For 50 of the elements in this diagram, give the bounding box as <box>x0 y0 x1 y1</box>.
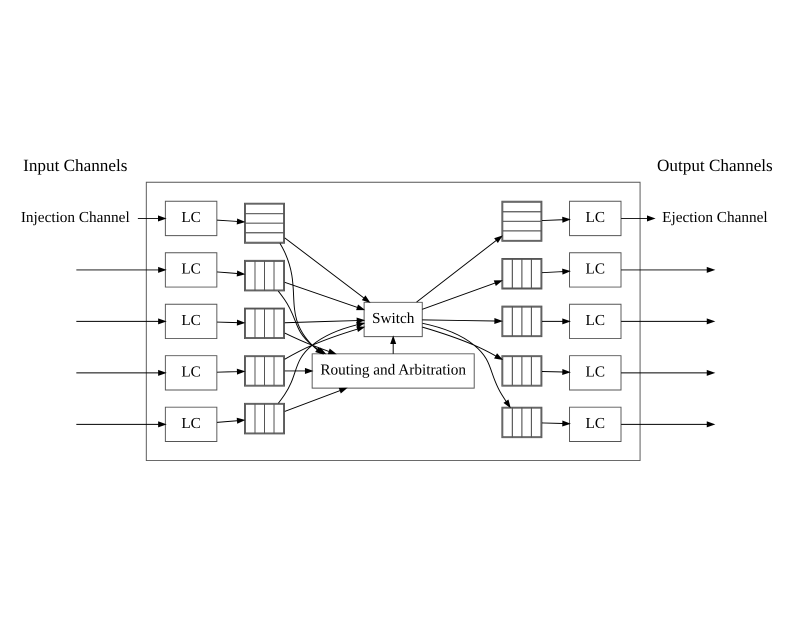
cluster <box>146 181 641 461</box>
node-box: Routing and Arbitration <box>312 352 475 388</box>
arrow <box>216 417 246 424</box>
arrow <box>216 368 246 374</box>
node-text: Injection Channel <box>20 208 130 226</box>
arrow <box>284 281 366 310</box>
arrow <box>76 369 167 376</box>
arrow <box>422 322 511 408</box>
node-box: LC <box>164 200 218 236</box>
arrow <box>278 321 366 404</box>
arrow <box>542 420 571 426</box>
arrow <box>284 326 366 360</box>
arrow <box>76 318 167 324</box>
node-box: LC <box>569 303 622 339</box>
arrow <box>620 266 716 272</box>
arrow <box>284 387 348 412</box>
label: Input Channels <box>23 156 128 175</box>
arrow <box>620 214 656 221</box>
label: Output Channels <box>657 156 773 175</box>
arrow <box>216 218 246 224</box>
node-box: LC <box>569 200 622 236</box>
node-box: Switch <box>364 301 423 337</box>
arrow <box>542 216 571 222</box>
arrow <box>76 266 167 272</box>
arrow <box>422 280 503 310</box>
arrow <box>76 420 167 427</box>
arrow <box>542 268 571 274</box>
node-box: LC <box>164 303 218 339</box>
arrow <box>542 368 571 375</box>
arrow <box>422 317 503 324</box>
arrow <box>390 334 396 354</box>
arrow <box>284 236 370 302</box>
node-box: LC <box>164 252 218 288</box>
arrow <box>422 326 504 360</box>
node-box: LC <box>569 252 622 288</box>
node-box: LC <box>164 354 218 390</box>
arrow <box>620 318 716 324</box>
arrow <box>216 270 246 276</box>
arrow <box>284 317 366 324</box>
node-box: LC <box>569 354 622 390</box>
arrow <box>137 214 167 221</box>
arrow <box>416 234 503 302</box>
arrow <box>620 420 716 427</box>
node-box: LC <box>164 406 218 442</box>
arrow <box>542 318 571 324</box>
arrow <box>284 367 314 374</box>
arrow <box>216 319 246 326</box>
node-text: Ejection Channel <box>662 208 768 226</box>
arrow <box>620 369 716 376</box>
node-box: LC <box>569 406 622 442</box>
